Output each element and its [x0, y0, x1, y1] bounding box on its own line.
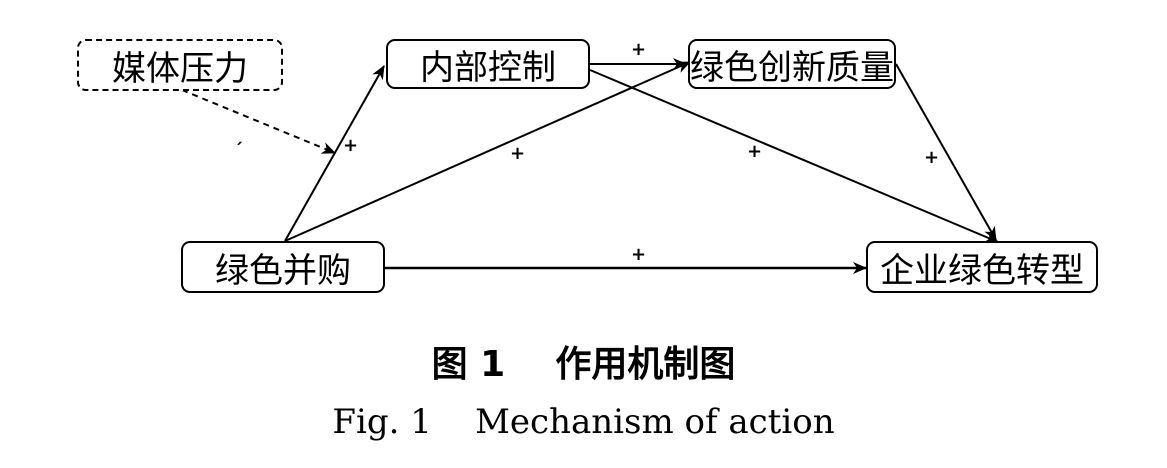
edge-media-pressure-to-path — [181, 89, 336, 154]
node-green-ma: 绿色并购 — [181, 241, 385, 293]
edge-green-ma-to-internal-control — [284, 65, 385, 242]
edge-sign-innovation-to-transformation: + — [924, 147, 940, 168]
node-media-pressure: 媒体压力 — [77, 39, 283, 91]
edge-sign-internal-control-to-transformation: + — [747, 141, 763, 162]
edge-sign-green-ma-to-internal-control: + — [343, 135, 359, 156]
edge-sign-green-ma-to-transformation: + — [631, 244, 647, 265]
edge-innovation-to-transformation — [895, 63, 997, 241]
edge-green-ma-to-innovation — [284, 61, 691, 242]
edge-sign-green-ma-to-innovation: + — [510, 143, 526, 164]
node-internal-control: 内部控制 — [386, 39, 590, 89]
figure-caption-chinese: 图 1 作用机制图 — [431, 344, 736, 385]
edge-internal-control-to-transformation — [589, 69, 999, 243]
edge-sign-internal-control-to-innovation: + — [631, 39, 647, 60]
edge-sign-media-pressure: ˏ — [234, 125, 243, 146]
node-green-innovation-quality: 绿色创新质量 — [688, 39, 896, 89]
node-green-transformation: 企业绿色转型 — [866, 241, 1098, 293]
figure-caption-english: Fig. 1 Mechanism of action — [332, 402, 835, 442]
